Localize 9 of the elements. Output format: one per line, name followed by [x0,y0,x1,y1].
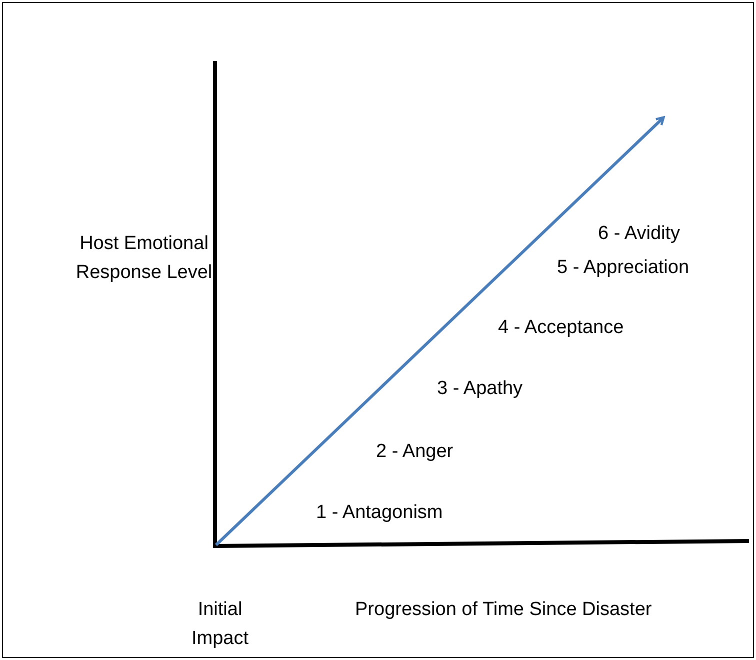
stage-label: 3 - Apathy [437,377,523,401]
axis-label: Initial Impact [190,598,250,651]
stage-label: 4 - Acceptance [498,316,624,340]
axis-label: Host Emotional Response Level [74,232,214,285]
stage-label: 1 - Antagonism [316,501,443,525]
axis-label: Progression of Time Since Disaster [355,598,652,622]
stage-label: 6 - Avidity [598,222,680,246]
stage-label: 2 - Anger [376,440,454,464]
stage-label: 5 - Appreciation [557,256,690,280]
